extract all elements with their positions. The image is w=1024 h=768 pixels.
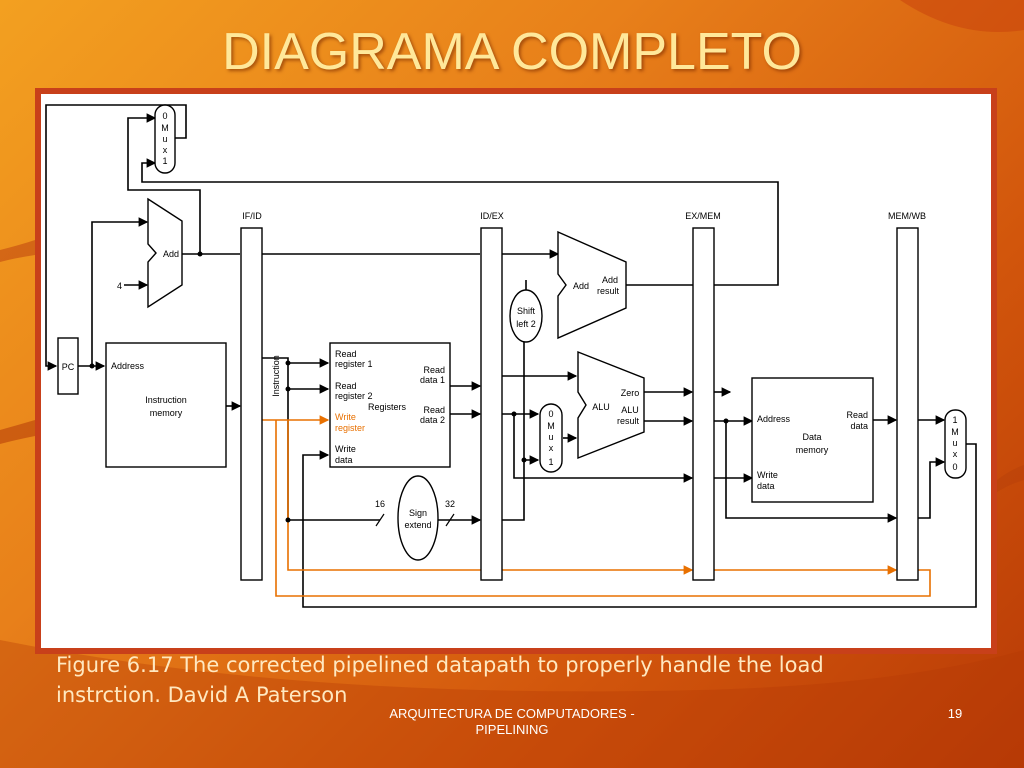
pc-adder [147, 197, 183, 309]
pipeline-registers [240, 227, 919, 581]
mem-wb-register [896, 227, 919, 581]
svg-text:Data: Data [802, 432, 821, 442]
ex-mem-register [692, 227, 715, 581]
data-memory-labels: Address Read data Data memory Write data [757, 410, 868, 491]
ex-mem-label: EX/MEM [685, 211, 721, 221]
svg-text:Read: Read [335, 381, 357, 391]
svg-text:1: 1 [162, 156, 167, 166]
caption-line-2: instrction. David A Paterson [56, 683, 348, 707]
wire-junctions [89, 251, 729, 523]
pc-source-mux-labels: 0 M u x 1 [161, 111, 169, 166]
sign-extend-unit [397, 475, 439, 561]
sign-extend-bits-in: 16 [375, 499, 385, 509]
svg-text:register: register [335, 423, 365, 433]
branch-adder-add-label: Add [573, 281, 589, 291]
svg-text:Registers: Registers [368, 402, 407, 412]
bus-width-slash-in [375, 513, 385, 527]
svg-text:0: 0 [548, 409, 553, 419]
svg-text:Read: Read [423, 405, 445, 415]
svg-text:Write: Write [757, 470, 778, 480]
branch-adder [557, 230, 627, 340]
pc-label: PC [62, 362, 75, 372]
pc-source-mux [154, 104, 176, 174]
footer-line-1: ARQUITECTURA DE COMPUTADORES - [389, 706, 635, 721]
svg-text:1: 1 [952, 415, 957, 425]
svg-text:u: u [952, 438, 957, 448]
svg-text:memory: memory [796, 445, 829, 455]
bus-width-slash-out [445, 513, 455, 527]
svg-text:0: 0 [952, 462, 957, 472]
alu-result-label-2: result [617, 416, 640, 426]
sign-extend-label-1: Sign [409, 508, 427, 518]
imem-address-label: Address [111, 361, 145, 371]
if-id-register [240, 227, 263, 581]
svg-text:0: 0 [162, 111, 167, 121]
register-file-labels: Read register 1 Read register 2 Write re… [335, 349, 445, 465]
id-ex-label: ID/EX [480, 211, 504, 221]
svg-text:register 1: register 1 [335, 359, 373, 369]
svg-text:data 2: data 2 [420, 415, 445, 425]
data-memory [751, 377, 874, 503]
write-register-path [262, 415, 931, 597]
branch-adder-result-1: Add [602, 275, 618, 285]
slide-title: DIAGRAMA COMPLETO [222, 23, 802, 81]
svg-text:Write: Write [335, 412, 356, 422]
constant-four: 4 [117, 281, 122, 291]
instruction-memory [105, 342, 227, 468]
mem-wb-label: MEM/WB [888, 211, 926, 221]
svg-text:x: x [549, 443, 554, 453]
pc-block [57, 337, 79, 395]
figure-caption: Figure 6.17 The corrected pipelined data… [56, 650, 1006, 710]
svg-text:M: M [951, 427, 959, 437]
svg-text:data 1: data 1 [420, 375, 445, 385]
svg-text:M: M [547, 421, 555, 431]
svg-text:u: u [548, 432, 553, 442]
shift-label-2: left 2 [516, 319, 536, 329]
svg-text:Read: Read [335, 349, 357, 359]
svg-text:Read: Read [423, 365, 445, 375]
svg-text:Read: Read [846, 410, 868, 420]
sign-extend-bits-out: 32 [445, 499, 455, 509]
footer-line-2: PIPELINING [475, 722, 549, 737]
svg-text:data: data [850, 421, 868, 431]
alu-result-label-1: ALU [621, 405, 639, 415]
shift-left-2-unit [509, 289, 543, 343]
write-back-mux-labels: 1 M u x 0 [951, 415, 959, 472]
alu-zero-label: Zero [621, 388, 640, 398]
svg-text:x: x [953, 449, 958, 459]
alu-label: ALU [592, 402, 610, 412]
pc-adder-label: Add [163, 249, 179, 259]
pipelined-datapath-diagram: IF/ID ID/EX EX/MEM MEM/WB PC 4 0 M u x 1… [45, 104, 977, 608]
branch-adder-result-2: result [597, 286, 620, 296]
id-ex-register [480, 227, 503, 581]
svg-text:data: data [335, 455, 353, 465]
instruction-bus-label: Instruction [271, 355, 281, 397]
svg-text:u: u [162, 134, 167, 144]
if-id-label: IF/ID [242, 211, 262, 221]
svg-text:M: M [161, 123, 169, 133]
sign-extend-label-2: extend [404, 520, 431, 530]
alu [577, 350, 645, 460]
alu-source-mux [539, 403, 563, 473]
write-back-mux [944, 409, 967, 479]
shift-label-1: Shift [517, 306, 536, 316]
svg-text:1: 1 [548, 457, 553, 467]
svg-text:data: data [757, 481, 775, 491]
page-number: 19 [947, 706, 963, 721]
alu-source-mux-labels: 0 M u x 1 [547, 409, 555, 467]
svg-text:Address: Address [757, 414, 791, 424]
svg-text:x: x [163, 145, 168, 155]
datapath-wires [45, 104, 977, 608]
svg-text:Write: Write [335, 444, 356, 454]
slide-footer: ARQUITECTURA DE COMPUTADORES - PIPELININ… [362, 706, 662, 738]
imem-name-1: Instruction [145, 395, 187, 405]
register-file [329, 342, 451, 468]
caption-line-1: Figure 6.17 The corrected pipelined data… [56, 653, 824, 677]
diagram-panel: IF/ID ID/EX EX/MEM MEM/WB PC 4 0 M u x 1… [41, 94, 991, 648]
imem-name-2: memory [150, 408, 183, 418]
svg-text:register 2: register 2 [335, 391, 373, 401]
